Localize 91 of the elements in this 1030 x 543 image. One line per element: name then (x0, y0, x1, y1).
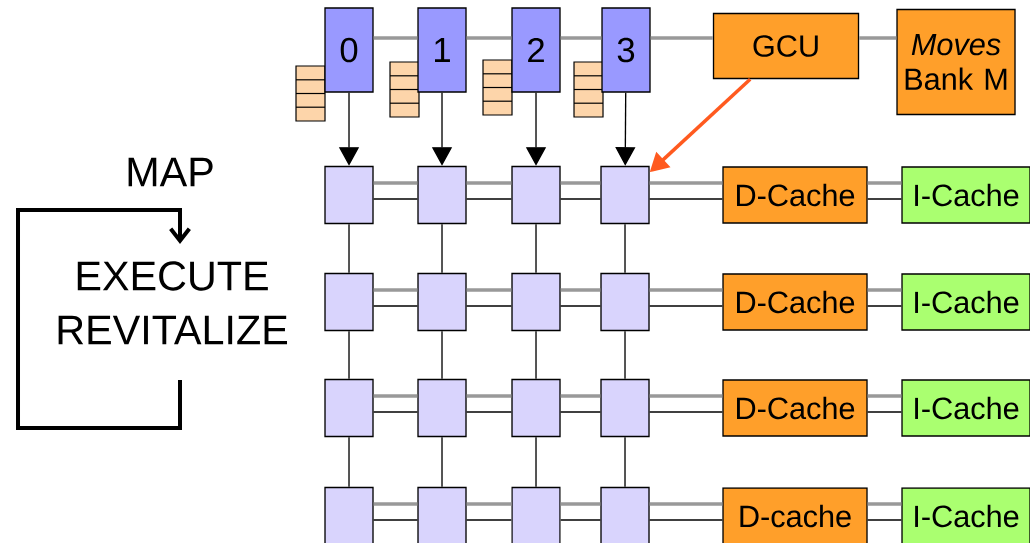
connection-line (373, 305, 418, 307)
bus-line (560, 502, 601, 506)
tile-box (417, 486, 467, 543)
connection-line (649, 305, 723, 307)
data-cache-box: D-cache (722, 487, 868, 543)
bus-line (650, 36, 713, 40)
bus-line (560, 36, 602, 40)
connection-line (624, 436, 626, 488)
tile-box (417, 272, 467, 332)
bus-line (867, 181, 902, 185)
tile-box (600, 272, 650, 332)
connection-line (649, 519, 723, 521)
connection-line (867, 519, 902, 521)
processor-box: 3 (601, 7, 651, 93)
bus-line (466, 394, 512, 398)
tile-box (417, 165, 467, 225)
connection-line (560, 411, 601, 413)
bus-line (560, 181, 601, 185)
connection-line (624, 330, 626, 380)
bus-line (867, 394, 902, 398)
connection-line (466, 305, 512, 307)
instruction-cache-box: I-Cache (901, 487, 1030, 543)
bus-line (373, 181, 418, 185)
tile-box (511, 486, 561, 543)
instruction-cache-box: I-Cache (901, 166, 1030, 224)
processor-box: 1 (417, 7, 467, 93)
connection-line (466, 411, 512, 413)
bus-line (466, 36, 512, 40)
connection-line (348, 330, 350, 380)
bus-line (466, 502, 512, 506)
bus-line (373, 36, 418, 40)
connection-line (373, 198, 418, 200)
bus-line (466, 288, 512, 292)
connection-line (373, 411, 418, 413)
connection-line (535, 223, 537, 274)
processor-box: 2 (511, 7, 561, 93)
connection-line (867, 411, 902, 413)
phase-label: EXECUTE (77, 261, 268, 291)
tile-box (511, 165, 561, 225)
bus-line (373, 502, 418, 506)
connection-line (535, 436, 537, 488)
arrow (615, 92, 636, 166)
connection-line (560, 305, 601, 307)
connection-line (649, 411, 723, 413)
memory-bank-box: Moves Bank M (896, 8, 1016, 116)
bus-line (859, 36, 897, 40)
connection-line (441, 436, 443, 488)
bus-line (560, 394, 601, 398)
connection-line (649, 198, 723, 200)
bus-line (649, 502, 723, 506)
tile-box (600, 165, 650, 225)
connection-line (441, 223, 443, 274)
connection-line (535, 330, 537, 380)
instruction-cache-box: I-Cache (901, 273, 1030, 331)
tile-box (417, 378, 467, 438)
connection-line (373, 519, 418, 521)
bus-line (867, 288, 902, 292)
connection-line (348, 436, 350, 488)
bus-line (373, 394, 418, 398)
tile-box (324, 165, 374, 225)
data-cache-box: D-Cache (722, 166, 868, 224)
instruction-cache-box: I-Cache (901, 379, 1030, 437)
tile-box (324, 378, 374, 438)
connection-line (560, 198, 601, 200)
bus-line (649, 288, 723, 292)
connection-line (348, 223, 350, 274)
bus-line (649, 181, 723, 185)
connection-line (867, 305, 902, 307)
tile-box (511, 272, 561, 332)
processor-box: 0 (324, 7, 374, 93)
tile-box (600, 486, 650, 543)
bus-line (867, 502, 902, 506)
connection-line (624, 223, 626, 274)
bus-line (373, 288, 418, 292)
tile-box (324, 272, 374, 332)
connection-line (560, 519, 601, 521)
connection-line (867, 198, 902, 200)
connection-line (441, 330, 443, 380)
data-cache-box: D-Cache (722, 379, 868, 437)
bus-line (560, 288, 601, 292)
tile-box (324, 486, 374, 543)
bus-line (649, 394, 723, 398)
bus-line (466, 181, 512, 185)
connection-line (466, 198, 512, 200)
phase-label: REVITALIZE (58, 315, 287, 345)
phase-label: MAP (128, 157, 213, 187)
tile-box (511, 378, 561, 438)
data-cache-box: D-Cache (722, 273, 868, 331)
control-unit-box: GCU (712, 12, 860, 80)
connection-line (466, 519, 512, 521)
tile-box (600, 378, 650, 438)
